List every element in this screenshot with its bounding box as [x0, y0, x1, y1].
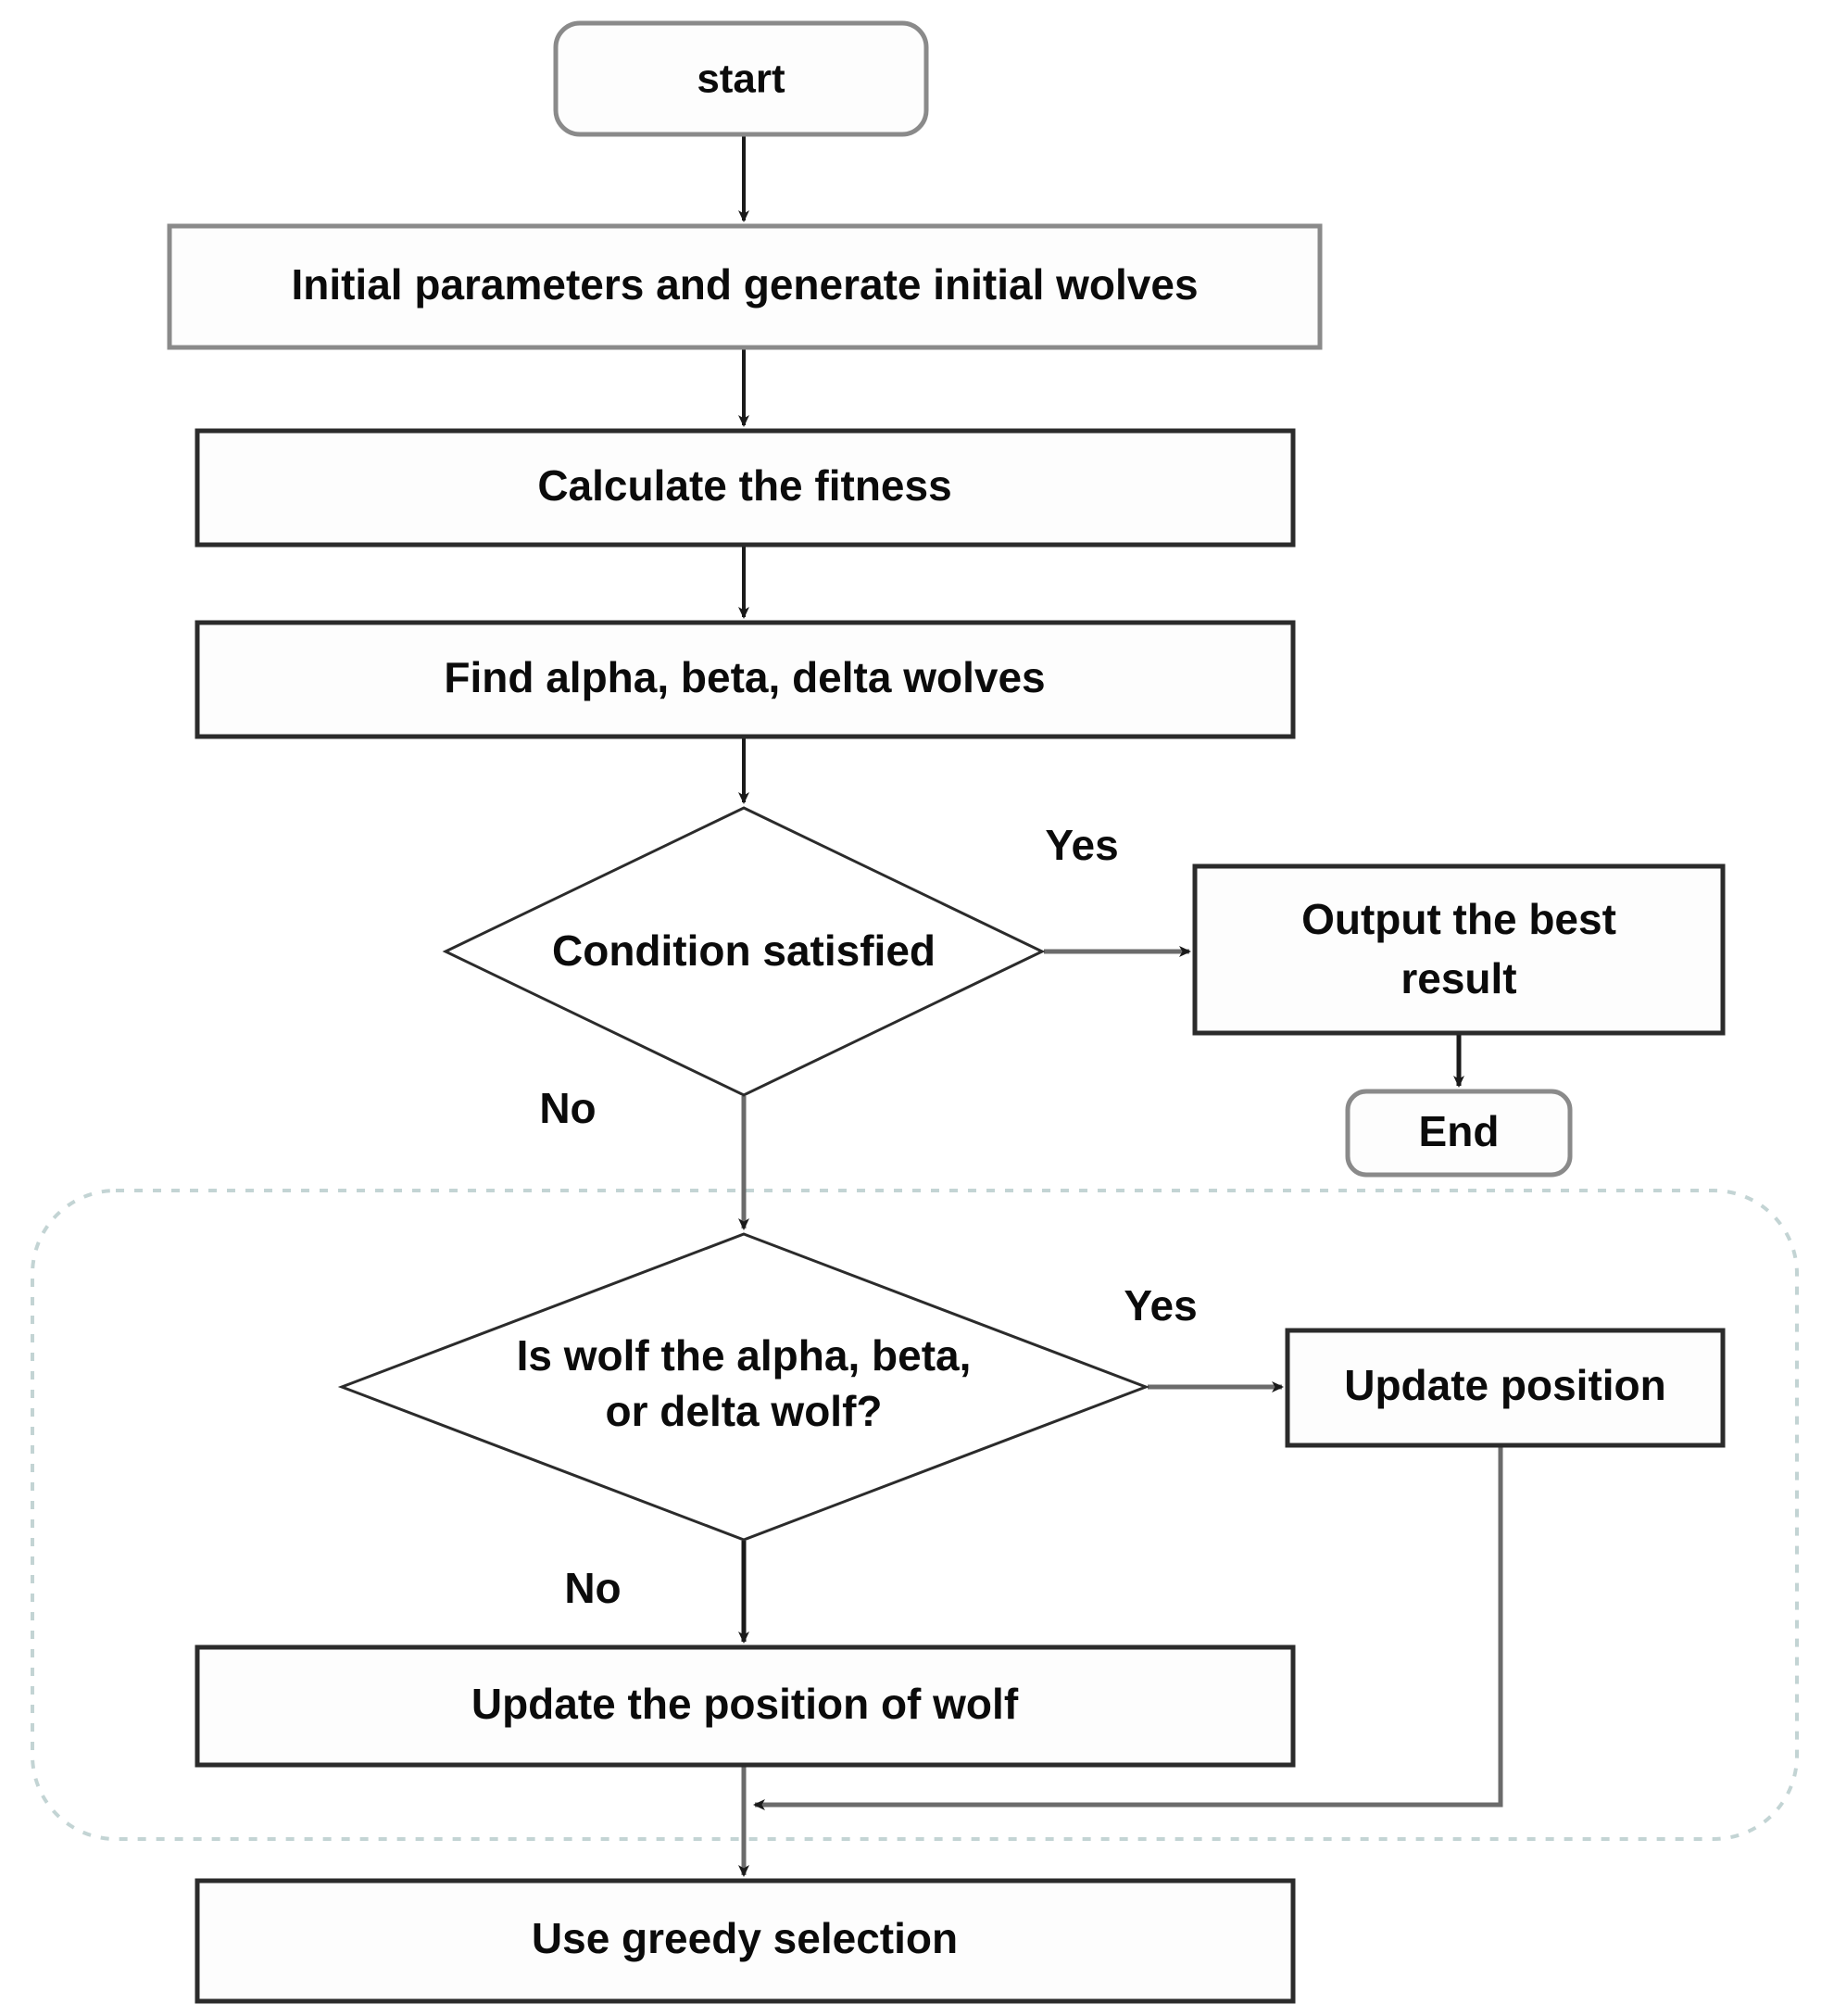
node-update-position[interactable]: Update position	[1285, 1328, 1726, 1448]
node-update-position-of-wolf[interactable]: Update the position of wolf	[195, 1644, 1296, 1768]
edge-label-no-condition: No	[539, 1084, 596, 1132]
node-start[interactable]: start	[553, 20, 929, 137]
node-is-wolf-leader[interactable]: Is wolf the alpha, beta, or delta wolf?	[337, 1232, 1150, 1542]
node-find-wolves-label: Find alpha, beta, delta wolves	[444, 653, 1045, 701]
node-output-best-result[interactable]: Output the best result	[1192, 863, 1726, 1036]
node-start-label: start	[697, 57, 785, 102]
node-update-position-of-wolf-shape	[195, 1644, 1296, 1768]
node-condition-satisfied-label: Condition satisfied	[552, 926, 936, 975]
node-condition-satisfied-shape	[442, 806, 1046, 1097]
node-is-wolf-leader-line1: Is wolf the alpha, beta,	[517, 1331, 972, 1380]
node-use-greedy-selection[interactable]: Use greedy selection	[195, 1878, 1296, 2004]
edge-label-yes-is-wolf: Yes	[1124, 1281, 1197, 1329]
node-calc-fitness[interactable]: Calculate the fitness	[195, 428, 1296, 548]
node-use-greedy-selection-label: Use greedy selection	[532, 1914, 958, 1962]
node-calc-fitness-label: Calculate the fitness	[537, 461, 951, 510]
iteration-group-dashed-box	[31, 1189, 1799, 1841]
node-init-params[interactable]: Initial parameters and generate initial …	[167, 223, 1323, 350]
node-start-shape	[553, 20, 929, 137]
node-end[interactable]: End	[1345, 1089, 1573, 1178]
edge-label-yes-condition: Yes	[1045, 821, 1118, 869]
edge-label-no-is-wolf: No	[564, 1564, 621, 1612]
node-end-shape	[1345, 1089, 1573, 1178]
node-output-best-result-shape	[1192, 863, 1726, 1036]
node-use-greedy-selection-shape	[195, 1878, 1296, 2004]
node-calc-fitness-shape	[195, 428, 1296, 548]
node-condition-satisfied[interactable]: Condition satisfied	[442, 806, 1046, 1097]
node-find-wolves[interactable]: Find alpha, beta, delta wolves	[195, 620, 1296, 739]
node-update-position-shape	[1285, 1328, 1726, 1448]
node-find-wolves-shape	[195, 620, 1296, 739]
node-init-params-label: Initial parameters and generate initial …	[291, 260, 1198, 309]
node-is-wolf-leader-line2: or delta wolf?	[606, 1387, 883, 1435]
node-end-label: End	[1419, 1107, 1500, 1155]
node-output-best-result-line1: Output the best	[1301, 895, 1616, 943]
node-update-position-label: Update position	[1344, 1361, 1666, 1409]
node-is-wolf-leader-shape	[337, 1232, 1150, 1542]
connector-updateposition-to-merge	[753, 1446, 1503, 1810]
node-output-best-result-line2: result	[1401, 954, 1516, 1002]
node-update-position-of-wolf-label: Update the position of wolf	[471, 1680, 1019, 1728]
node-init-params-shape	[167, 223, 1323, 350]
